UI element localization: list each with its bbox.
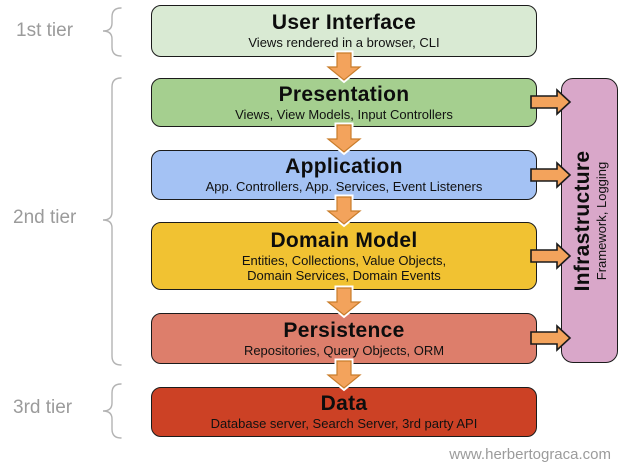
layer-title: User Interface [271,11,417,35]
layer-box-domain-model: Domain Model Entities, Collections, Valu… [151,222,537,290]
layer-box-user-interface: User Interface Views rendered in a brows… [151,5,537,57]
layer-box-presentation: Presentation Views, View Models, Input C… [151,78,537,127]
brace-2nd-tier [102,77,122,366]
layer-title: Domain Model [270,228,418,252]
layer-box-data: Data Database server, Search Server, 3rd… [151,387,537,437]
tier-label-2nd: 2nd tier [13,207,77,228]
layer-title: Application [285,155,403,179]
infrastructure-title: Infrastructure [570,150,594,291]
layer-subtitle: Views rendered in a browser, CLI [248,35,440,51]
layer-title: Data [320,392,368,416]
arrow-down-icon [320,358,368,392]
layer-subtitle-line2: Domain Services, Domain Events [247,268,441,283]
layer-title: Presentation [278,82,410,106]
arrow-down-icon [320,50,368,84]
tier-label-1st: 1st tier [16,20,74,41]
tier-label-3rd: 3rd tier [13,397,73,418]
brace-3rd-tier [102,383,122,439]
infrastructure-box: Infrastructure Framework, Logging [561,78,618,363]
layer-subtitle: App. Controllers, App. Services, Event L… [205,179,483,195]
layer-box-persistence: Persistence Repositories, Query Objects,… [151,313,537,364]
layer-box-application: Application App. Controllers, App. Servi… [151,150,537,200]
layer-subtitle: Database server, Search Server, 3rd part… [210,416,478,432]
layer-title: Persistence [283,318,405,342]
layer-subtitle: Entities, Collections, Value Objects, [241,252,447,268]
watermark: www.herbertograca.com [449,446,611,463]
arrow-down-icon [320,194,368,228]
infrastructure-rotated-text: Infrastructure Framework, Logging [571,78,609,363]
infrastructure-subtitle: Framework, Logging [593,161,609,280]
arrow-down-icon [320,285,368,319]
layer-subtitle: Repositories, Query Objects, ORM [243,342,445,358]
layer-subtitle: Views, View Models, Input Controllers [235,106,453,122]
brace-1st-tier [102,7,122,57]
arrow-down-icon [320,122,368,156]
